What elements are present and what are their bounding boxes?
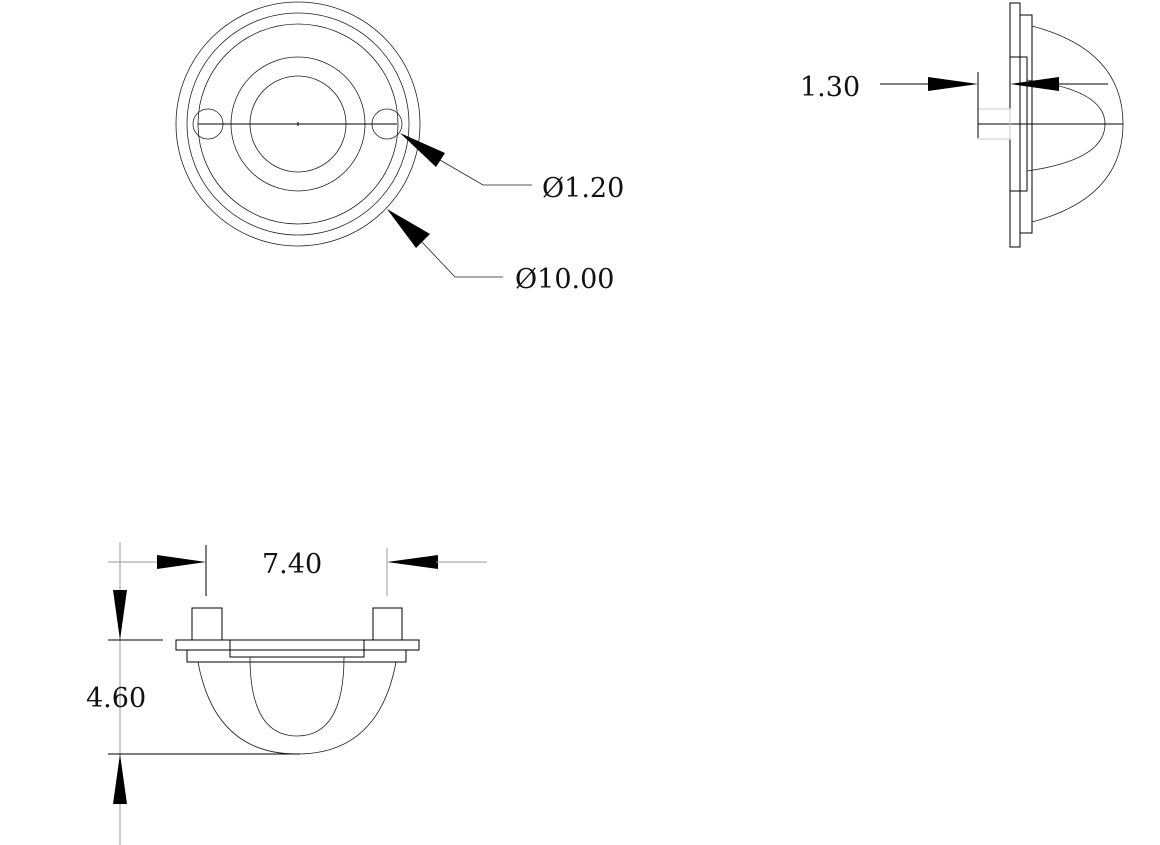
side-view: 1.30 — [800, 2, 1124, 248]
right-pin — [372, 607, 403, 641]
arrowhead — [387, 209, 430, 248]
front-view: 7.40 4.60 — [86, 542, 487, 845]
leader-line — [421, 241, 503, 278]
arrowhead — [1010, 77, 1059, 91]
arrowhead — [113, 754, 127, 804]
height-label: 4.60 — [86, 683, 146, 714]
left-pin — [191, 607, 223, 641]
hole-diameter-label: Ø1.20 — [542, 173, 624, 204]
pin-spacing-label: 7.40 — [262, 549, 322, 580]
lens-holder — [229, 639, 365, 658]
base — [186, 649, 407, 663]
arrowhead — [157, 555, 206, 569]
inner-dome — [1026, 79, 1106, 172]
flange — [175, 639, 420, 651]
flange-circle — [186, 12, 410, 236]
outer-circle — [175, 1, 421, 247]
leader-line — [439, 159, 532, 186]
outer-dome — [197, 661, 397, 755]
outer-diameter-label: Ø10.00 — [515, 264, 614, 295]
arrowhead — [387, 555, 438, 569]
arrowhead — [928, 77, 978, 91]
arrowhead — [113, 590, 127, 640]
top-view: Ø1.20 Ø10.00 — [175, 1, 624, 295]
thickness-label: 1.30 — [800, 72, 860, 103]
flange-plate — [1009, 2, 1021, 248]
inner-dome — [249, 656, 345, 737]
arrowhead — [400, 133, 445, 167]
